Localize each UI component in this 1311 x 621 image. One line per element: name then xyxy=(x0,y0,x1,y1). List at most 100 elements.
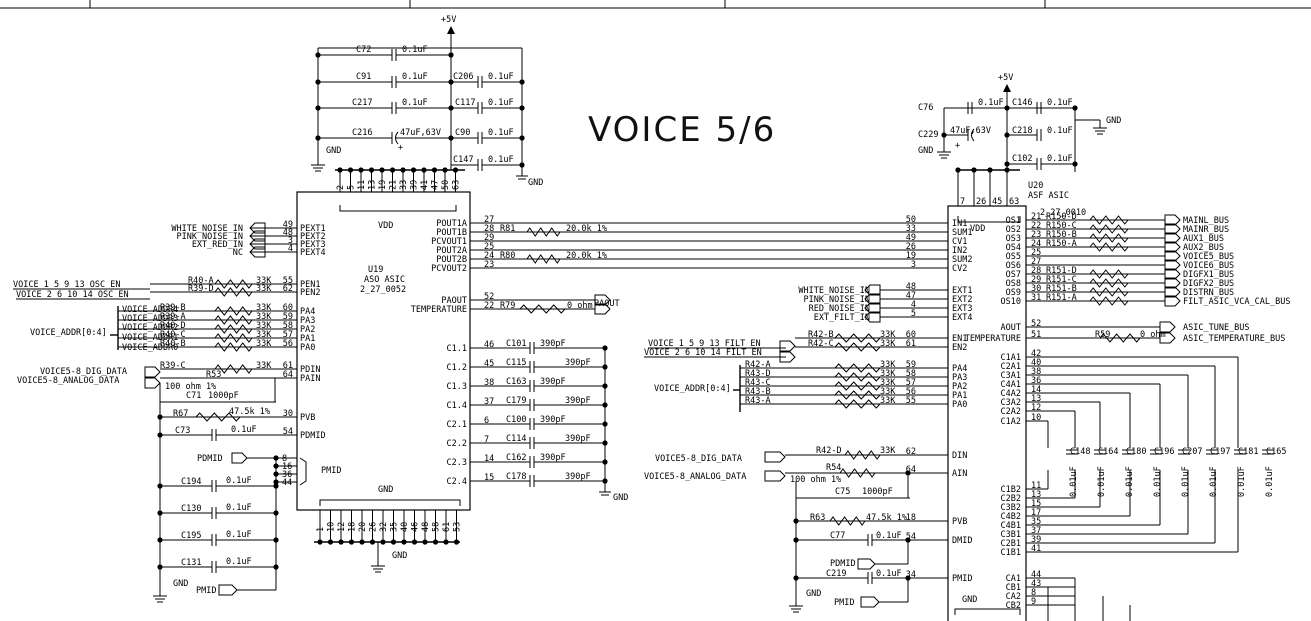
cap-value: 47uF,63V xyxy=(400,128,441,138)
resistor-value: 33K xyxy=(256,361,272,371)
pin-number: 7 xyxy=(960,197,965,207)
pin-name: AOUT xyxy=(1001,323,1021,333)
net-label: DIGFX2_BUS xyxy=(1183,279,1234,289)
resistor-value: 33K xyxy=(880,369,896,379)
svg-text:VOICE_ADDR3: VOICE_ADDR3 xyxy=(122,314,178,324)
cap-value: 0.1uF xyxy=(488,155,514,165)
cap-value: 390pF xyxy=(540,377,566,387)
resistor-symbol xyxy=(1089,215,1129,225)
pin-number: 33 xyxy=(399,180,409,190)
net-label: VOICE6_BUS xyxy=(1183,261,1234,271)
resistor-symbol xyxy=(1089,224,1129,234)
resistor-ref: R151-A xyxy=(1046,293,1077,303)
pin-number: 12 xyxy=(1031,403,1041,413)
pin-number: 6 xyxy=(484,416,489,426)
junction-dot xyxy=(442,167,448,173)
resistor-symbol xyxy=(834,342,881,352)
resistor-value: 33K xyxy=(880,360,896,370)
cap-ref: C100 xyxy=(506,415,526,425)
pin-number: 38 xyxy=(1031,367,1041,377)
pin-name: OS9 xyxy=(1006,288,1021,298)
resistor-ref: R39-A xyxy=(160,312,186,322)
resistor-symbol xyxy=(214,364,253,374)
pin-number: 34 xyxy=(906,570,916,580)
pin-number: 46 xyxy=(411,522,421,532)
cap-value: 0.1uF xyxy=(402,98,428,108)
pin-number: 17 xyxy=(1031,508,1041,518)
pin-number: 4 xyxy=(911,300,916,310)
resistor-value: 33K xyxy=(256,276,272,286)
pin-number: 37 xyxy=(1031,526,1041,536)
junction-dot xyxy=(448,135,454,141)
cap-ref: C216 xyxy=(352,128,372,138)
resistor-symbol xyxy=(1089,287,1129,297)
offpage-connector xyxy=(1164,277,1181,289)
pin-name: C3A1 xyxy=(1001,371,1021,381)
cap-ref: C165 xyxy=(1266,447,1286,457)
offpage-connector xyxy=(1164,223,1181,235)
resistor-symbol xyxy=(214,342,253,352)
cap-ref: C77 xyxy=(830,531,845,541)
pin-number: 58 xyxy=(906,369,916,379)
junction-dot xyxy=(273,510,279,516)
net-filt-en2: VOICE_2_6_10_14_FILT_EN xyxy=(644,348,762,358)
svg-text:GND: GND xyxy=(528,178,543,188)
pin-number: 35 xyxy=(1031,517,1041,527)
pin-name: C2.1 xyxy=(447,420,467,430)
net-tune-label: PAOUT xyxy=(594,299,620,309)
pin-name: CV1 xyxy=(952,237,967,247)
pin-name: OS3 xyxy=(1006,234,1021,244)
resistor-ref: R39-B xyxy=(160,303,186,313)
pin-name: C1B1 xyxy=(1001,548,1021,558)
resistor-symbol xyxy=(526,227,561,237)
cap-value: 0.1uF xyxy=(488,72,514,82)
pin-name: CA2 xyxy=(1006,592,1021,602)
cap-ref: C72 xyxy=(356,45,371,55)
junction-dot xyxy=(905,470,911,476)
pin-number: 54 xyxy=(283,427,293,437)
pin-number: 63 xyxy=(1009,197,1019,207)
pin-number: 63 xyxy=(452,180,462,190)
pin-number: 43 xyxy=(1031,579,1041,589)
resistor-value: 20.0k 1% xyxy=(566,251,607,261)
resistor-value: 20.0k 1% xyxy=(566,224,607,234)
pin-name: OS2 xyxy=(1006,225,1021,235)
pin-name: C2A2 xyxy=(1001,407,1021,417)
svg-text:PMID: PMID xyxy=(834,598,854,608)
cap-value: 390pF xyxy=(540,453,566,463)
cap-ref: C195 xyxy=(181,531,201,541)
junction-dot xyxy=(368,167,375,173)
pin-number: 8 xyxy=(1031,588,1036,598)
offpage-connector xyxy=(1164,250,1181,262)
svg-text:0.1uF: 0.1uF xyxy=(1047,154,1073,164)
pin-name: DMID xyxy=(952,536,972,546)
pin-name: PVB xyxy=(952,517,967,527)
cap-ref: C163 xyxy=(506,377,526,387)
pin-name: EXT2 xyxy=(952,295,972,305)
pin-number: 45 xyxy=(992,197,1002,207)
junction-dot xyxy=(389,167,396,173)
pin-number: 16 xyxy=(282,462,292,472)
pin-name: PVB xyxy=(300,413,315,423)
pin-number: 44 xyxy=(1031,570,1041,580)
cap-value: 0.1uF xyxy=(226,503,252,513)
resistor-symbol xyxy=(834,372,881,382)
junction-dot xyxy=(431,167,438,173)
pin-number: 38 xyxy=(484,378,494,388)
pin-name: OS1 xyxy=(1006,216,1021,226)
pin-name: OS5 xyxy=(1006,252,1021,262)
junction-dot xyxy=(358,167,364,173)
cap-ref: C115 xyxy=(506,358,526,368)
offpage-connector xyxy=(864,293,881,305)
offpage-connector xyxy=(1159,321,1176,333)
pin-name: PA4 xyxy=(952,364,967,374)
pin-number: 10 xyxy=(327,522,337,532)
pin-number: 9 xyxy=(1031,597,1036,607)
resistor-ref: R63 xyxy=(810,513,825,523)
resistor-ref: R39-D xyxy=(188,284,214,294)
u19-name: ASO ASIC xyxy=(364,275,405,285)
resistor-ref: R54 xyxy=(826,463,841,473)
junction-dot xyxy=(410,167,417,173)
cap-value: 0.1uF xyxy=(231,425,257,435)
